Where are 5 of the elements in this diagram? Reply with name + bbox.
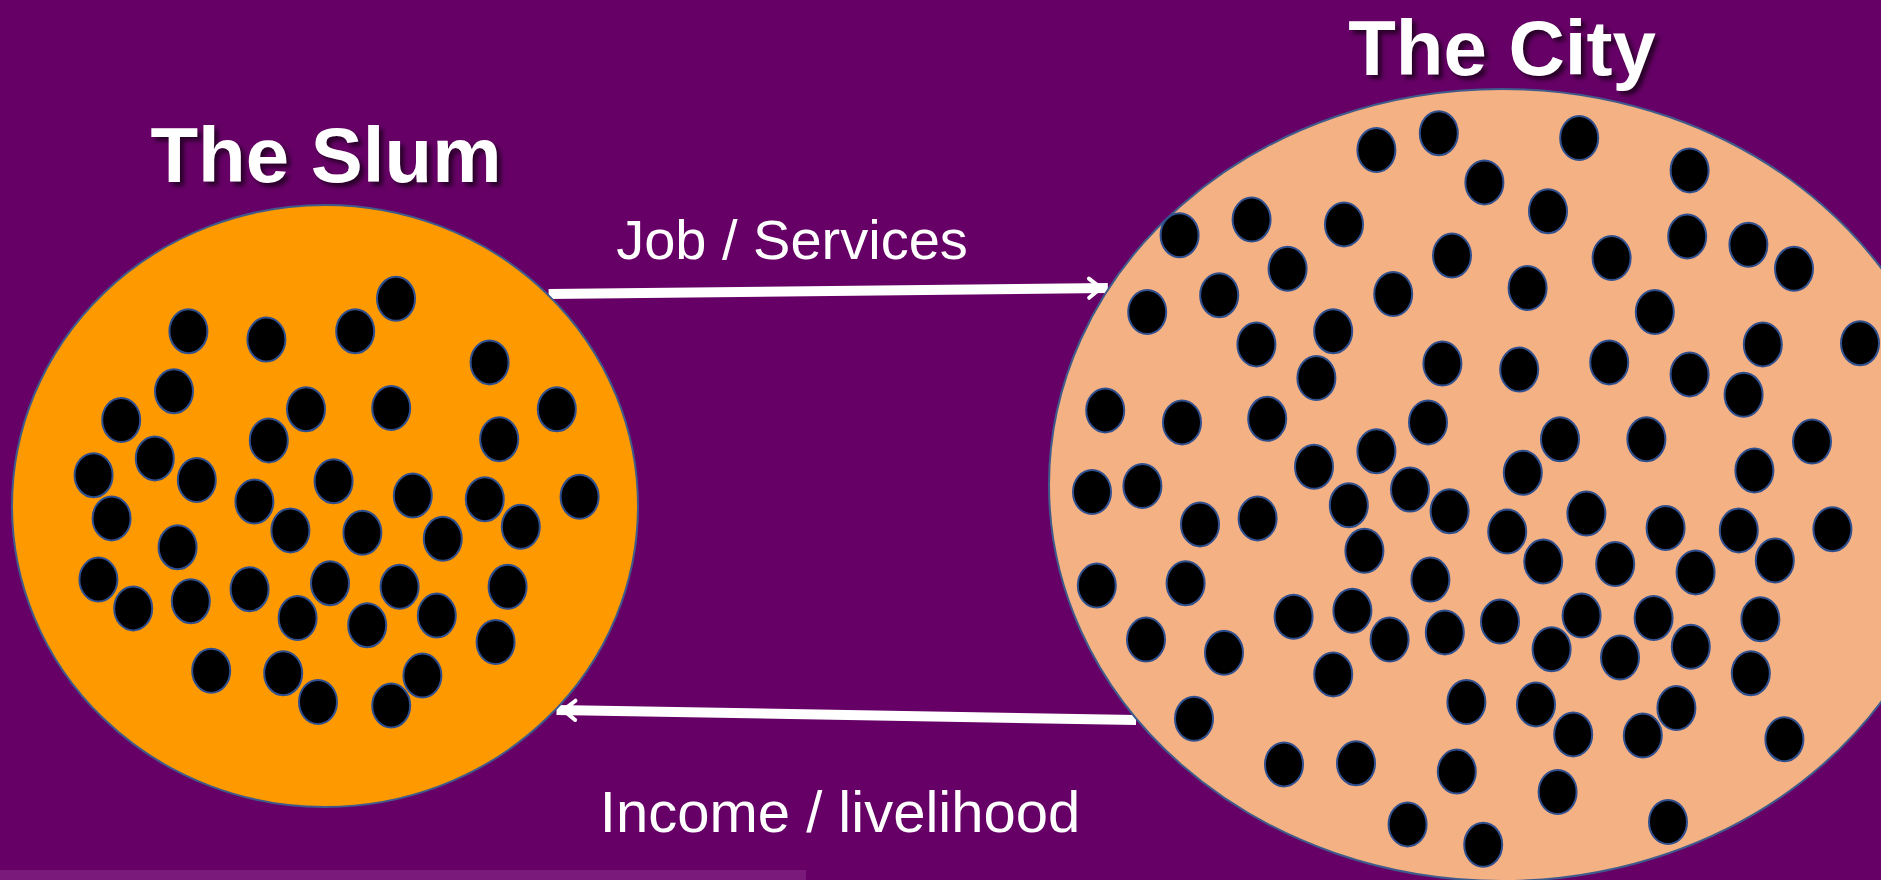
arrow [556,698,1137,725]
edge-label: Job / Services [616,209,968,271]
edge-label: Income / livelihood [599,780,1081,844]
arrow [548,276,1108,300]
heading: The Slum [150,115,502,195]
